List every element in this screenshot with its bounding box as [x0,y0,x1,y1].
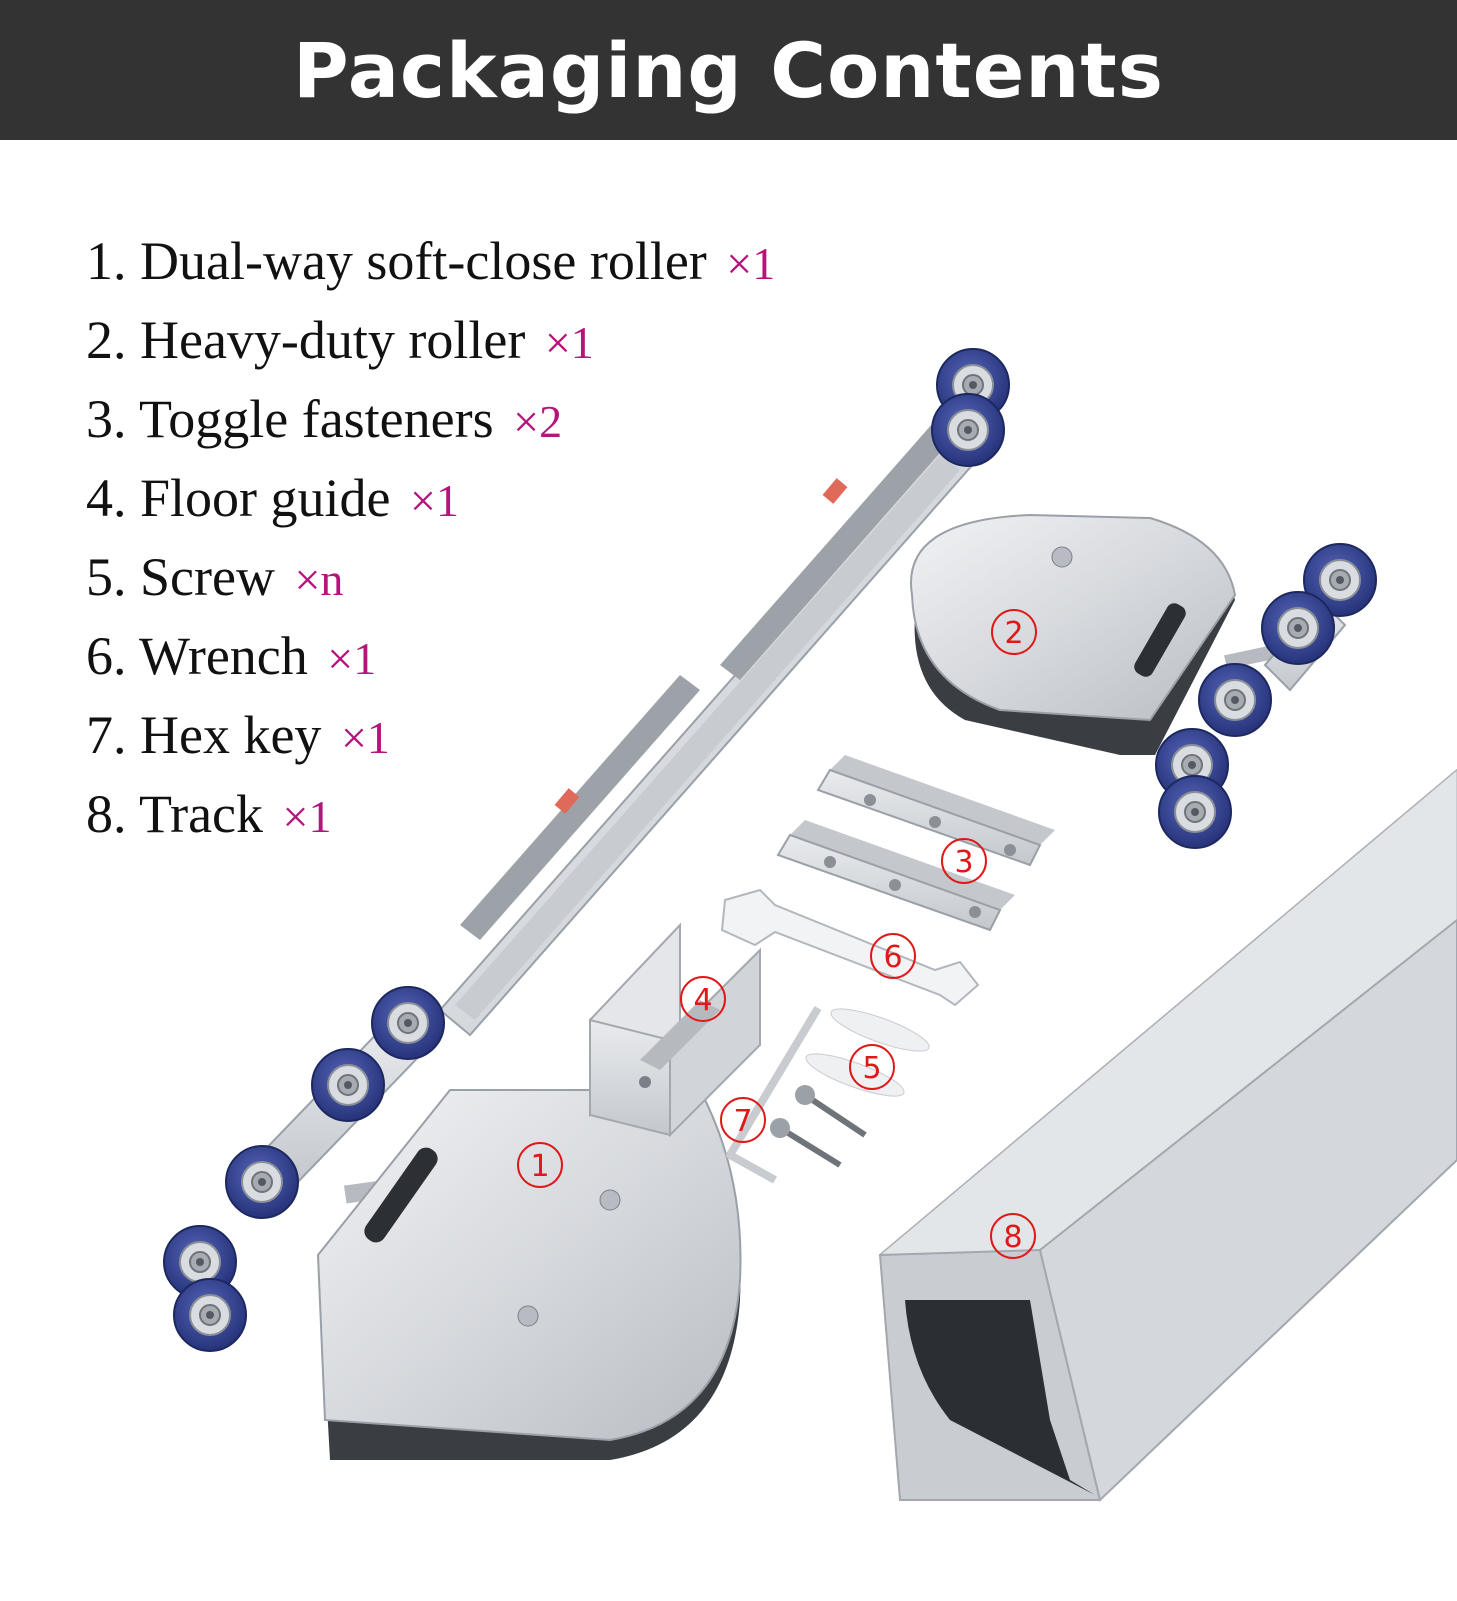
item-label: 8. Track [86,784,264,844]
product-illustration: 1 2 3 4 5 6 7 8 [163,348,1457,1502]
list-item: 8. Track ×1 [86,775,775,854]
item-label: 5. Screw [86,547,275,607]
item-label: 3. Toggle fasteners [86,389,494,449]
track-illustration [878,768,1457,1502]
page-title: Packaging Contents [293,25,1164,115]
badge-6: 6 [870,933,916,979]
badge-1: 1 [517,1142,563,1188]
badge-label: 5 [862,1051,881,1086]
item-label: 4. Floor guide [86,468,391,528]
badge-7: 7 [720,1097,766,1143]
badge-5: 5 [849,1044,895,1090]
item-quantity: ×1 [327,633,377,684]
list-item: 7. Hex key ×1 [86,696,775,775]
header-banner: Packaging Contents [0,0,1457,140]
badge-label: 2 [1004,616,1023,651]
item-label: 1. Dual-way soft-close roller [86,231,707,291]
hex-key-illustration [726,1005,822,1184]
list-item: 3. Toggle fasteners ×2 [86,380,775,459]
badge-label: 8 [1003,1220,1022,1255]
list-item: 5. Screw ×n [86,538,775,617]
badge-label: 4 [693,983,712,1018]
badge-8: 8 [990,1213,1036,1259]
wrench-illustration [720,888,980,1007]
item-quantity: ×n [294,554,344,605]
list-item: 1. Dual-way soft-close roller ×1 [86,222,775,301]
item-quantity: ×1 [282,791,332,842]
item-quantity: ×1 [410,475,459,526]
contents-list: 1. Dual-way soft-close roller ×1 2. Heav… [86,222,775,854]
toggle-fasteners-illustration [776,755,1055,932]
item-label: 2. Heavy-duty roller [86,310,526,370]
item-quantity: ×1 [544,317,594,368]
badge-label: 1 [530,1149,549,1184]
screws-illustration [770,1008,930,1168]
badge-3: 3 [941,838,987,884]
heavy-duty-roller-illustration [910,513,1377,849]
item-label: 6. Wrench [86,626,308,686]
badge-4: 4 [680,976,726,1022]
item-quantity: ×2 [513,396,563,447]
list-item: 2. Heavy-duty roller ×1 [86,301,775,380]
badge-label: 3 [954,845,973,880]
badge-label: 7 [733,1104,752,1139]
item-label: 7. Hex key [86,705,322,765]
item-quantity: ×1 [726,238,776,289]
item-quantity: ×1 [340,712,390,763]
floor-guide-illustration [589,922,761,1138]
soft-close-roller-illustration [163,348,1010,1460]
list-item: 4. Floor guide ×1 [86,459,775,538]
badge-label: 6 [883,940,902,975]
badge-2: 2 [991,609,1037,655]
list-item: 6. Wrench ×1 [86,617,775,696]
